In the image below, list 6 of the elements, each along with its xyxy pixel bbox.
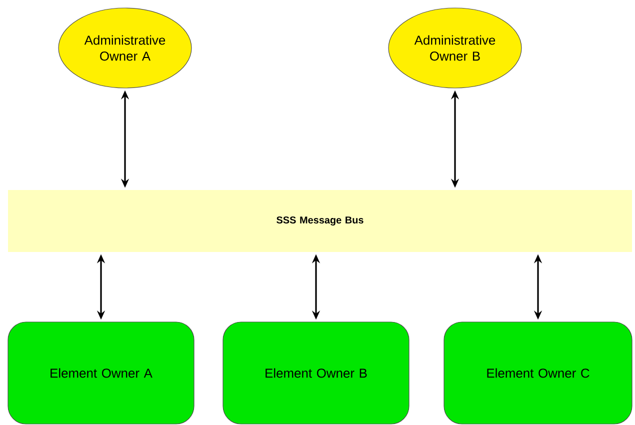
ellipse-node: Administrative Owner A xyxy=(58,8,192,88)
ellipse-node: Administrative Owner B xyxy=(388,8,522,88)
rounded-box: Element Owner A xyxy=(8,322,194,424)
rounded-box: Element Owner B xyxy=(222,322,410,424)
rounded-box: Element Owner C xyxy=(444,322,632,424)
message-bus-band: SSS Message Bus xyxy=(8,190,632,252)
